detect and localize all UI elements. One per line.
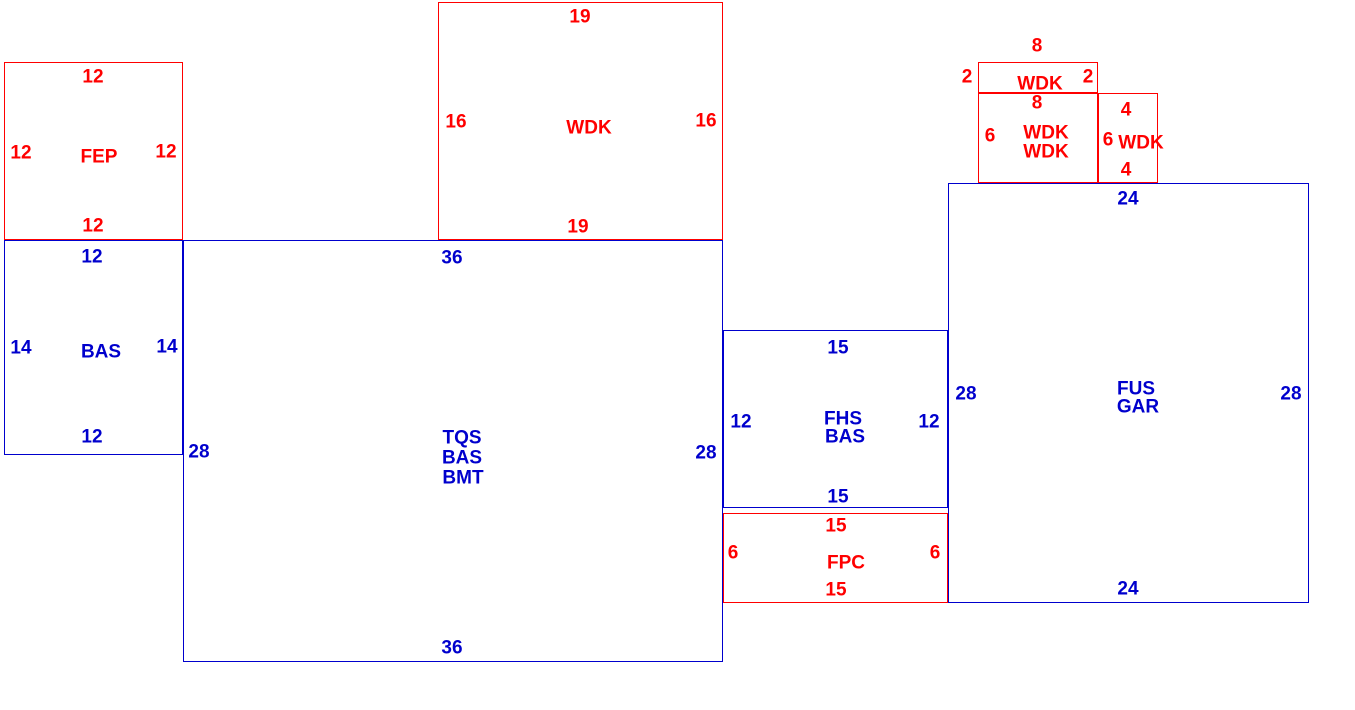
dimension-label-fpc: 15 [825, 515, 847, 537]
dimension-label-bas: 14 [10, 337, 32, 359]
dimension-label-fep: 12 [155, 141, 177, 163]
room-label-fep: FEP [80, 146, 118, 168]
dimension-label-tqs-bas-bmt: 36 [441, 637, 463, 659]
room-outline-wdk-right [1098, 93, 1158, 183]
room-label-wdk-mid: WDK [1023, 141, 1069, 163]
dimension-label-wdk-main: 16 [445, 111, 467, 133]
room-label-wdk-main: WDK [566, 117, 612, 139]
room-label-tqs-bas-bmt: BAS [441, 447, 483, 469]
dimension-label-wdk-mid: 6 [984, 125, 996, 147]
dimension-label-wdk-upper: 2 [1082, 66, 1094, 88]
dimension-label-wdk-main: 16 [695, 110, 717, 132]
room-label-wdk-upper: WDK [1017, 73, 1063, 95]
dimension-label-wdk-right: 4 [1120, 159, 1132, 181]
room-label-fpc: FPC [827, 552, 865, 574]
dimension-label-fus-gar: 24 [1117, 578, 1139, 600]
room-outline-tqs-bas-bmt [183, 240, 723, 662]
room-outline-wdk-mid [978, 93, 1098, 183]
dimension-label-tqs-bas-bmt: 28 [188, 441, 210, 463]
dimension-label-fep: 12 [10, 142, 32, 164]
dimension-label-fhs-bas: 12 [730, 411, 752, 433]
dimension-label-fhs-bas: 12 [918, 411, 940, 433]
dimension-label-fpc: 15 [825, 579, 847, 601]
room-label-tqs-bas-bmt: TQS [442, 427, 482, 449]
room-label-wdk-mid: WDK [1023, 122, 1069, 144]
dimension-label-wdk-upper: 2 [961, 66, 973, 88]
room-label-bas: BAS [80, 341, 122, 363]
room-outline-fep [4, 62, 183, 240]
dimension-label-fpc: 6 [929, 542, 941, 564]
dimension-label-wdk-main: 19 [569, 6, 591, 28]
room-outline-fpc [723, 513, 948, 603]
dimension-label-fpc: 6 [727, 542, 739, 564]
dimension-label-fus-gar: 24 [1117, 188, 1139, 210]
dimension-label-wdk-right: 6 [1102, 129, 1114, 151]
dimension-label-fus-gar: 28 [1280, 383, 1302, 405]
room-label-fhs-bas: FHS [824, 408, 862, 430]
room-outline-wdk-main [438, 2, 723, 240]
room-label-fus-gar: GAR [1116, 396, 1160, 418]
dimension-label-fep: 12 [82, 215, 104, 237]
room-outline-fus-gar [948, 183, 1309, 603]
room-outline-bas [4, 240, 183, 455]
dimension-label-wdk-mid: 8 [1031, 92, 1043, 114]
room-label-fhs-bas: BAS [824, 426, 866, 448]
dimension-label-tqs-bas-bmt: 36 [441, 247, 463, 269]
dimension-label-bas: 12 [81, 426, 103, 448]
room-label-fus-gar: FUS [1117, 378, 1155, 400]
dimension-label-bas: 12 [81, 246, 103, 268]
dimension-label-bas: 14 [156, 336, 178, 358]
room-label-tqs-bas-bmt: BMT [442, 467, 484, 489]
dimension-label-tqs-bas-bmt: 28 [695, 442, 717, 464]
dimension-label-wdk-right: 4 [1120, 99, 1132, 121]
dimension-label-fhs-bas: 15 [827, 337, 849, 359]
dimension-label-fhs-bas: 15 [827, 486, 849, 508]
room-outline-fhs-bas [723, 330, 948, 508]
dimension-label-fus-gar: 28 [955, 383, 977, 405]
dimension-label-wdk-upper: 8 [1031, 35, 1043, 57]
room-label-wdk-right: WDK [1118, 132, 1164, 154]
dimension-label-wdk-main: 19 [567, 216, 589, 238]
room-outline-wdk-upper [978, 62, 1098, 93]
dimension-label-fep: 12 [82, 66, 104, 88]
